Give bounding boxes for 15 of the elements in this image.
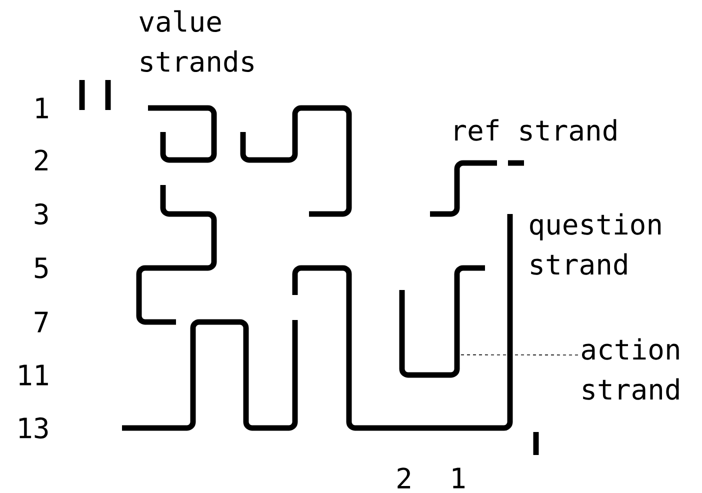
row-number: 2 (35, 150, 48, 170)
row-number: 7 (34, 312, 48, 332)
column-number: 1 (452, 468, 465, 488)
strand-label: question strand (530, 213, 661, 275)
row-number: 5 (34, 258, 48, 278)
strand-label: ref strand (455, 119, 616, 141)
strand-label: value strands (140, 10, 254, 72)
row-number: 3 (34, 203, 48, 225)
row-number: 13 (19, 417, 48, 439)
strand (399, 265, 485, 378)
strand-label: action strand (582, 338, 679, 400)
row-number: 11 (19, 364, 48, 386)
leader-line (460, 354, 578, 356)
column-number: 2 (398, 468, 410, 488)
row-number: 1 (36, 98, 48, 118)
